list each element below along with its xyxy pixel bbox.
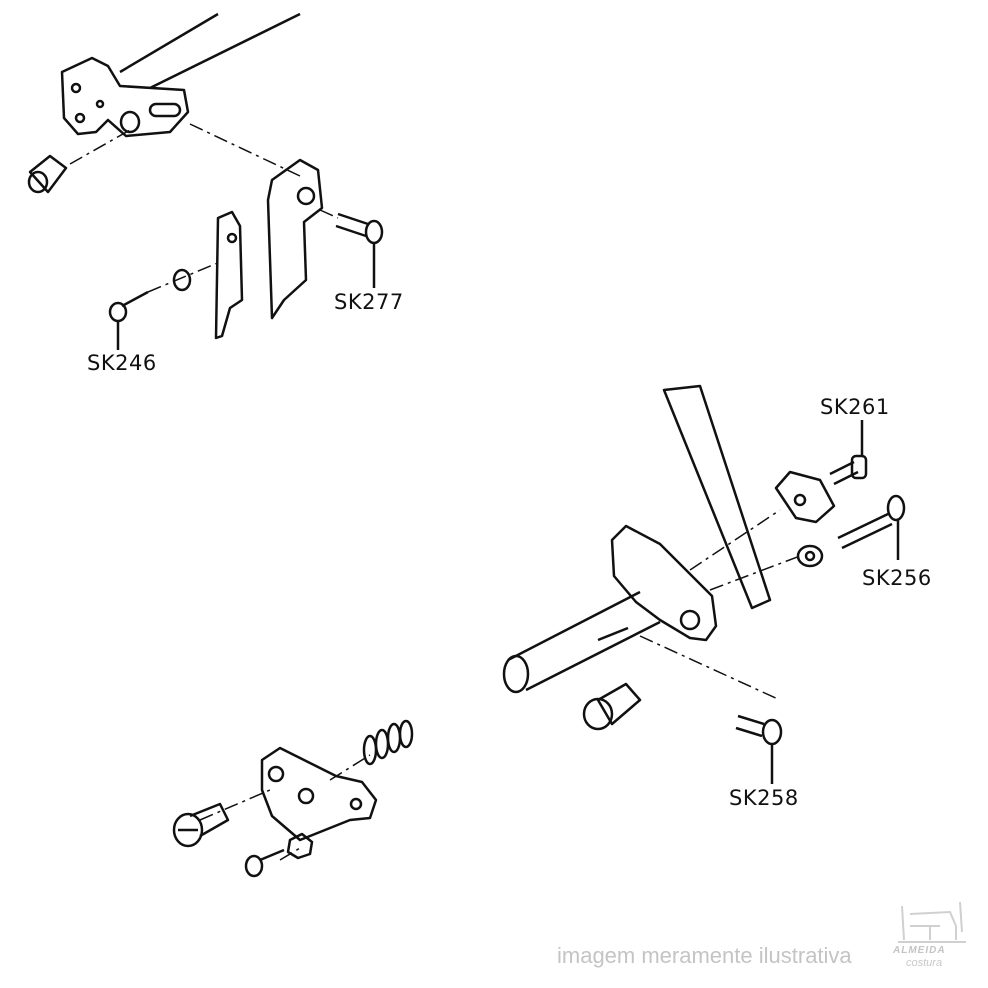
screw-sk261 [829, 420, 868, 486]
spring [362, 719, 414, 766]
label-sk258: SK258 [729, 786, 799, 810]
screw-sk277 [335, 212, 384, 288]
bushing [582, 682, 642, 731]
shaft-plate-assembly [502, 384, 772, 694]
label-sk246: SK246 [87, 351, 157, 375]
screw-sk256 [796, 494, 906, 568]
dash-lines [69, 123, 801, 861]
label-sk277: SK277 [334, 290, 404, 314]
screw-sk246 [108, 268, 192, 350]
logo-subtitle: costura [906, 957, 943, 969]
sewing-machine-logo-icon [898, 901, 966, 943]
nut-and-screw [244, 832, 314, 878]
screw-sk258 [735, 714, 783, 784]
knife-holder [214, 158, 324, 340]
upper-rod-bracket [60, 12, 301, 138]
lever-plate [260, 746, 378, 842]
screw-large [172, 802, 230, 848]
label-sk256: SK256 [862, 566, 932, 590]
pin [27, 154, 68, 194]
watermark-text: imagem meramente ilustrativa [557, 943, 852, 968]
logo-name: ALMEIDA [893, 945, 946, 956]
label-sk261: SK261 [820, 395, 890, 419]
cam-plate [774, 470, 836, 524]
